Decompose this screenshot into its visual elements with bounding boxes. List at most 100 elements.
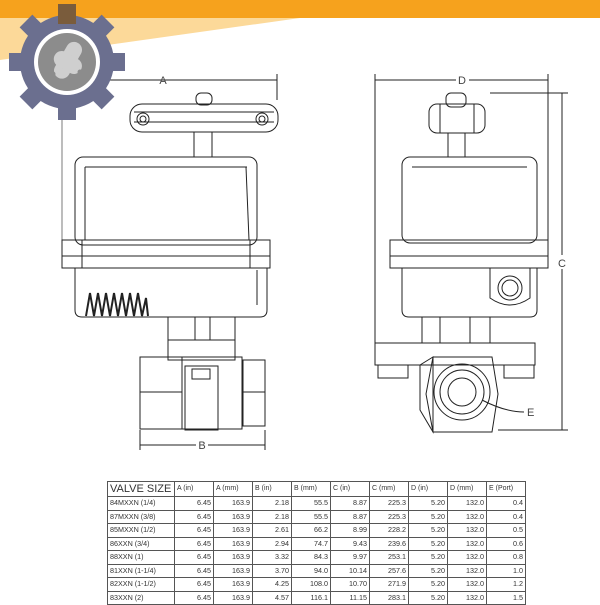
table-cell: 5.20 [408, 496, 448, 511]
gear-chain-link-logo [9, 4, 125, 120]
table-cell: 9.43 [330, 536, 370, 551]
column-header: E (Port) [486, 481, 526, 497]
dimension-d-label: D [458, 75, 466, 87]
table-cell: 1.2 [486, 577, 526, 592]
table-cell: 116.1 [291, 590, 331, 605]
table-cell: 9.97 [330, 550, 370, 565]
banner-bar [0, 0, 600, 18]
column-header: C (mm) [369, 481, 409, 497]
table-cell: 8.87 [330, 496, 370, 511]
dimension-a-label: A [159, 75, 167, 87]
table-cell: 163.9 [213, 536, 253, 551]
table-cell: 132.0 [447, 563, 487, 578]
table-cell: 2.18 [252, 509, 292, 524]
table-cell: 4.25 [252, 577, 292, 592]
table-cell: 4.57 [252, 590, 292, 605]
table-cell: 8.99 [330, 523, 370, 538]
table-cell: 10.70 [330, 577, 370, 592]
table-cell: 8.87 [330, 509, 370, 524]
table-cell: 5.20 [408, 509, 448, 524]
table-cell: 2.18 [252, 496, 292, 511]
front-view [374, 74, 568, 434]
table-cell: 6.45 [174, 496, 214, 511]
column-header: B (mm) [291, 481, 331, 497]
table-cell: 5.20 [408, 523, 448, 538]
table-cell: 271.9 [369, 577, 409, 592]
valve-size-cell: 88XXN (1) [107, 550, 175, 565]
table-cell: 55.5 [291, 509, 331, 524]
table-cell: 0.4 [486, 509, 526, 524]
table-cell: 6.45 [174, 550, 214, 565]
column-header: D (mm) [447, 481, 487, 497]
table-cell: 2.61 [252, 523, 292, 538]
dimension-e-label: E [527, 407, 534, 419]
column-header: C (in) [330, 481, 370, 497]
table-cell: 163.9 [213, 509, 253, 524]
table-cell: 163.9 [213, 550, 253, 565]
dimension-c-label: C [558, 258, 566, 270]
valve-size-cell: 83XXN (2) [107, 590, 175, 605]
table-cell: 132.0 [447, 509, 487, 524]
table-cell: 6.45 [174, 509, 214, 524]
table-cell: 163.9 [213, 590, 253, 605]
table-cell: 163.9 [213, 496, 253, 511]
table-cell: 228.2 [369, 523, 409, 538]
table-cell: 94.0 [291, 563, 331, 578]
table-cell: 6.45 [174, 536, 214, 551]
table-cell: 5.20 [408, 563, 448, 578]
valve-size-cell: 82XXN (1-1/2) [107, 577, 175, 592]
table-cell: 163.9 [213, 523, 253, 538]
table-cell: 3.70 [252, 563, 292, 578]
valve-size-cell: 81XXN (1-1/4) [107, 563, 175, 578]
column-header: D (in) [408, 481, 448, 497]
table-cell: 2.94 [252, 536, 292, 551]
table-cell: 74.7 [291, 536, 331, 551]
table-cell: 132.0 [447, 550, 487, 565]
table-cell: 253.1 [369, 550, 409, 565]
table-cell: 132.0 [447, 577, 487, 592]
table-cell: 0.5 [486, 523, 526, 538]
table-cell: 84.3 [291, 550, 331, 565]
table-cell: 0.8 [486, 550, 526, 565]
valve-size-cell: 86XXN (3/4) [107, 536, 175, 551]
table-cell: 132.0 [447, 523, 487, 538]
column-header: A (mm) [213, 481, 253, 497]
table-cell: 55.5 [291, 496, 331, 511]
table-cell: 1.5 [486, 590, 526, 605]
column-header: B (in) [252, 481, 292, 497]
table-cell: 6.45 [174, 563, 214, 578]
table-cell: 6.45 [174, 523, 214, 538]
valve-size-cell: 87MXXN (3/8) [107, 509, 175, 524]
table-cell: 5.20 [408, 590, 448, 605]
valve-size-cell: 84MXXN (1/4) [107, 496, 175, 511]
table-cell: 11.15 [330, 590, 370, 605]
table-cell: 257.6 [369, 563, 409, 578]
table-cell: 132.0 [447, 496, 487, 511]
table-cell: 0.4 [486, 496, 526, 511]
table-cell: 225.3 [369, 496, 409, 511]
table-cell: 5.20 [408, 550, 448, 565]
column-header: VALVE SIZE [107, 481, 175, 497]
table-cell: 225.3 [369, 509, 409, 524]
table-cell: 5.20 [408, 577, 448, 592]
table-cell: 1.0 [486, 563, 526, 578]
table-cell: 6.45 [174, 590, 214, 605]
table-cell: 0.6 [486, 536, 526, 551]
table-cell: 132.0 [447, 536, 487, 551]
table-cell: 108.0 [291, 577, 331, 592]
table-cell: 283.1 [369, 590, 409, 605]
table-cell: 163.9 [213, 563, 253, 578]
table-cell: 5.20 [408, 536, 448, 551]
table-cell: 66.2 [291, 523, 331, 538]
table-cell: 239.6 [369, 536, 409, 551]
column-header: A (in) [174, 481, 214, 497]
